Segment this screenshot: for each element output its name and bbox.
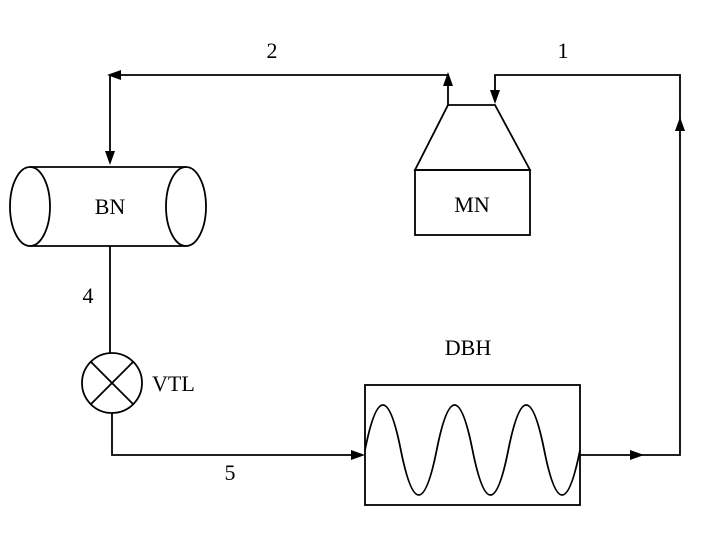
stream-1-label: 1 (558, 38, 569, 63)
vessel-label: BN (95, 194, 126, 219)
valve-cross-line (90, 361, 134, 405)
stream-5-line (111, 413, 362, 456)
stream-1-line (494, 74, 681, 456)
stream-2-line (109, 74, 449, 162)
unit-mn: MN (413, 104, 532, 236)
heater-dbh: DBH (364, 335, 581, 506)
stream-5: 5 (111, 413, 365, 485)
unit-box (414, 169, 531, 236)
arrow-left-icon (107, 70, 121, 80)
arrow-down-icon (490, 90, 500, 104)
stream-2: 2 (105, 38, 453, 165)
heater-box (364, 384, 581, 506)
arrow-up-icon (675, 117, 685, 131)
arrow-down-icon (105, 151, 115, 165)
arrow-up-icon (443, 72, 453, 86)
vessel-bn: BN (9, 166, 207, 247)
heater-label: DBH (445, 335, 492, 360)
stream-1: 1 (490, 38, 685, 460)
stream-5-label: 5 (225, 460, 236, 485)
stream-4-label: 4 (83, 283, 94, 308)
heater-coil (364, 404, 581, 496)
arrow-right-icon (630, 450, 644, 460)
unit-label: MN (454, 192, 490, 217)
vessel-right-cap (165, 166, 207, 247)
valve-label: VTL (152, 371, 195, 396)
vessel-left-cap (9, 166, 51, 247)
stream-4: 4 (83, 246, 111, 353)
unit-hood (413, 104, 532, 171)
stream-2-label: 2 (267, 38, 278, 63)
valve-vtl: VTL (81, 352, 195, 414)
arrow-right-icon (351, 450, 365, 460)
